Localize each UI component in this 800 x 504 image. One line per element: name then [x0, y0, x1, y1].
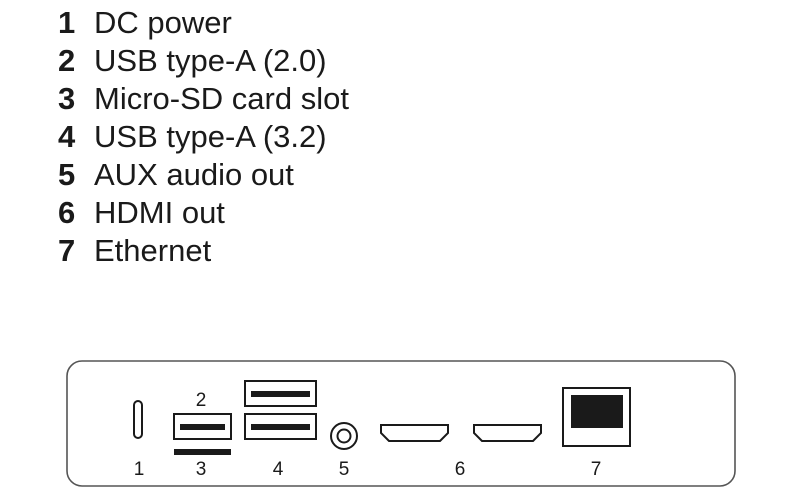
legend-label: USB type-A (2.0)	[94, 43, 327, 78]
legend-number: 2	[58, 43, 76, 78]
legend-number: 7	[58, 233, 76, 268]
port-label-2: 2	[196, 390, 207, 411]
legend-label: Ethernet	[94, 233, 212, 268]
legend-number: 4	[58, 119, 76, 154]
device-panel	[66, 360, 736, 487]
legend-number: 1	[58, 5, 76, 40]
port-label-1: 1	[134, 459, 145, 480]
legend-item-microsd: 3 Micro-SD card slot	[58, 80, 349, 118]
legend-number: 3	[58, 81, 76, 116]
hdmi-port-right	[473, 424, 542, 442]
legend-label: DC power	[94, 5, 232, 40]
legend-item-aux: 5 AUX audio out	[58, 156, 349, 194]
port-legend: 1 DC power 2 USB type-A (2.0) 3 Micro-SD ca…	[58, 4, 349, 270]
hdmi-port-left	[380, 424, 449, 442]
port-label-6: 6	[455, 459, 466, 480]
usb3-ports	[244, 380, 317, 440]
legend-label: HDMI out	[94, 195, 225, 230]
legend-label: AUX audio out	[94, 157, 294, 192]
legend-item-usb3: 4 USB type-A (3.2)	[58, 118, 349, 156]
legend-item-usb2: 2 USB type-A (2.0)	[58, 42, 349, 80]
ethernet-port	[562, 387, 631, 447]
legend-item-dc-power: 1 DC power	[58, 4, 349, 42]
legend-number: 5	[58, 157, 76, 192]
port-label-3: 3	[196, 459, 207, 480]
usb2-port	[173, 413, 232, 440]
port-label-5: 5	[339, 459, 350, 480]
aux-audio-port	[330, 422, 358, 450]
port-label-7: 7	[591, 459, 602, 480]
legend-item-ethernet: 7 Ethernet	[58, 232, 349, 270]
microsd-slot	[174, 449, 231, 455]
legend-number: 6	[58, 195, 76, 230]
legend-item-hdmi: 6 HDMI out	[58, 194, 349, 232]
legend-label: Micro-SD card slot	[94, 81, 349, 116]
legend-label: USB type-A (3.2)	[94, 119, 327, 154]
port-label-4: 4	[273, 459, 284, 480]
dc-power-port	[133, 400, 143, 439]
